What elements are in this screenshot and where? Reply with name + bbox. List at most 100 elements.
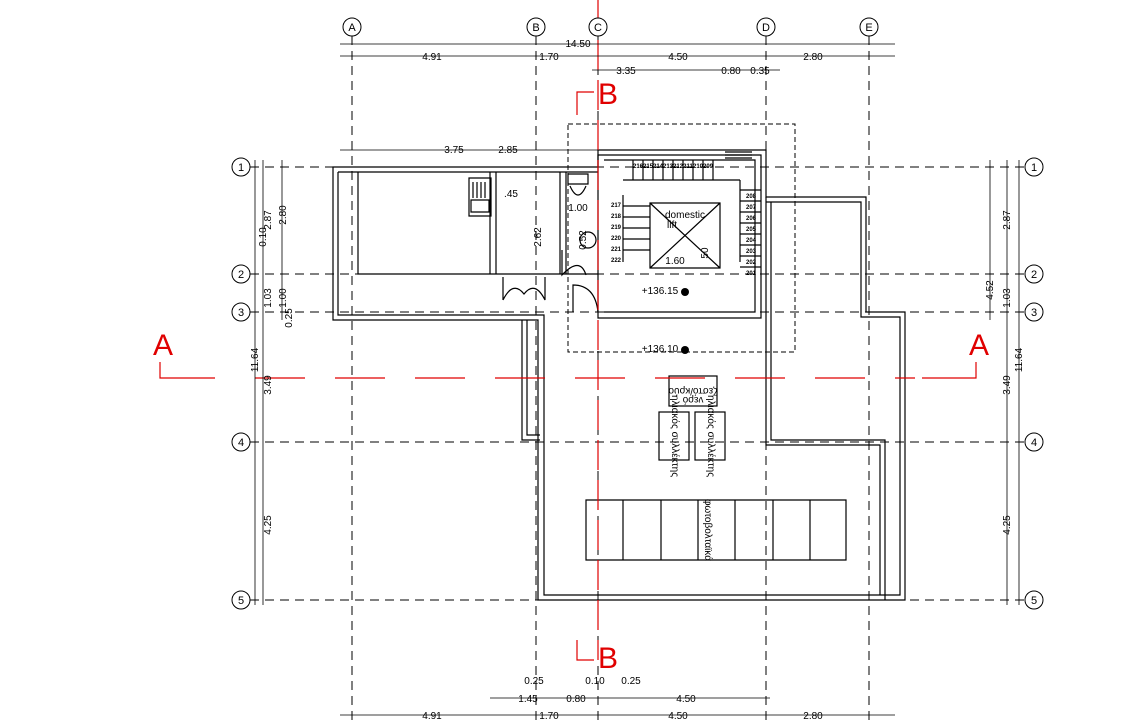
lift-label: domestic: [665, 210, 705, 221]
axis-bubble: [1024, 157, 1044, 177]
dimension-label: 4.91: [422, 52, 442, 63]
stair-step-number: 215: [643, 164, 654, 170]
axis-label-column: E: [865, 22, 872, 34]
stair-step-number: 204: [746, 238, 757, 244]
dimension-label: 3.75: [444, 145, 464, 156]
dimension-label: 0.10: [585, 676, 605, 687]
level-marker-icon: [681, 346, 689, 354]
dimension-label: 0.80: [566, 694, 586, 705]
axis-bubble: [1024, 264, 1044, 284]
axis-bubble: [342, 17, 362, 37]
dimension-label: .45: [504, 189, 518, 200]
stair-step-number: 220: [611, 236, 622, 242]
dimension-label: 3.35: [616, 66, 636, 77]
dimension-label: 2.80: [803, 711, 823, 722]
dimension-label: 2.85: [498, 145, 518, 156]
dimension-label: 2.62: [533, 227, 544, 247]
stair-step-number: 221: [611, 247, 622, 253]
dimension-label: 0.25: [621, 676, 641, 687]
axis-bubble: [231, 157, 251, 177]
dimension-label: 50: [700, 247, 711, 259]
axis-bubble: [231, 264, 251, 284]
stair-step-number: 219: [611, 225, 622, 231]
axis-label-row: 3: [1031, 307, 1037, 319]
stair-step-number: 205: [746, 227, 757, 233]
grid-lines: [250, 36, 1024, 724]
axis-label-column: C: [594, 22, 602, 34]
axis-label-column: A: [348, 22, 356, 34]
dimension-label: 2.80: [278, 205, 289, 225]
dimension-label: 1.70: [539, 711, 559, 722]
stair-step-number: 210: [693, 164, 704, 170]
axis-bubble: [526, 17, 546, 37]
section-marker-b: B: [598, 78, 618, 111]
stair-step-number: 201: [746, 271, 757, 277]
stair-step-number: 217: [611, 203, 622, 209]
axis-label-column: B: [532, 22, 539, 34]
axis-label-row: 4: [238, 437, 244, 449]
water-tank-label: ζεστό/κρύο: [668, 385, 717, 397]
axis-bubble: [231, 432, 251, 452]
dimension-label: 0.25: [284, 308, 295, 328]
stair-step-number: 213: [663, 164, 674, 170]
stair-step-number: 206: [746, 216, 757, 222]
dimension-label: 0.10: [258, 227, 269, 247]
stair-step-number: 216: [633, 164, 644, 170]
stair-step-number: 203: [746, 249, 757, 255]
dimension-label: 4.50: [668, 711, 688, 722]
axis-bubble: [756, 17, 776, 37]
stair-step-number: 208: [746, 194, 757, 200]
axis-bubble: [231, 302, 251, 322]
axis-label-row: 1: [1031, 162, 1037, 174]
dimension-label: 4.91: [422, 711, 442, 722]
dimension-label: 2.80: [803, 52, 823, 63]
dimension-label: 1.03: [263, 288, 274, 308]
axis-label-row: 5: [238, 595, 244, 607]
axis-label-row: 1: [238, 162, 244, 174]
dimension-label: 1.03: [1002, 288, 1013, 308]
water-tank-label: νερό: [682, 394, 703, 406]
dimension-label: 0.52: [578, 230, 589, 250]
axis-label-row: 5: [1031, 595, 1037, 607]
dimension-label: 2.87: [1002, 210, 1013, 230]
dimension-label: 3.49: [263, 375, 274, 395]
stair-step-number: 218: [611, 214, 622, 220]
dimension-label: 1.00: [568, 203, 588, 214]
stair-step-number: 212: [673, 164, 684, 170]
stair-step-number: 211: [683, 164, 693, 170]
axis-bubble: [859, 17, 879, 37]
dimension-label: 11.64: [250, 347, 261, 372]
axis-bubble: [1024, 590, 1044, 610]
axis-bubble: [1024, 302, 1044, 322]
axis-label-row: 2: [238, 269, 244, 281]
axis-label-row: 2: [1031, 269, 1037, 281]
dimension-label: 4.50: [668, 52, 688, 63]
dimension-label: 2.87: [263, 210, 274, 230]
stair-step-number: 209: [703, 164, 714, 170]
lift-label: lift: [667, 220, 677, 231]
section-marker-a: A: [153, 329, 173, 362]
axis-bubble: [588, 17, 608, 37]
dimension-label: 3.49: [1002, 375, 1013, 395]
section-lines: [159, 0, 977, 661]
dimension-label: 4.52: [985, 280, 996, 300]
dimension-label: 0.25: [524, 676, 544, 687]
dimension-label: 1.70: [539, 52, 559, 63]
dimension-label: 1.00: [278, 288, 289, 308]
dashed-zone: [567, 123, 796, 353]
section-marker-b: B: [598, 642, 618, 675]
level-mark: +136.10: [642, 344, 679, 355]
photovoltaics-label: φωτοβολταϊκά: [702, 499, 714, 561]
axis-label-row: 3: [238, 307, 244, 319]
stair-step-number: 207: [746, 205, 757, 211]
dimension-label: 4.50: [676, 694, 696, 705]
solar-collector-label: ηλιακός συλλέκτης: [705, 395, 717, 477]
axis-label-row: 4: [1031, 437, 1037, 449]
dimension-label: 11.64: [1014, 347, 1025, 372]
axis-bubble: [231, 590, 251, 610]
axis-label-column: D: [762, 22, 770, 34]
dimension-lines: [254, 43, 1020, 716]
dimension-label: 0.80: [721, 66, 741, 77]
level-mark: +136.15: [642, 286, 679, 297]
